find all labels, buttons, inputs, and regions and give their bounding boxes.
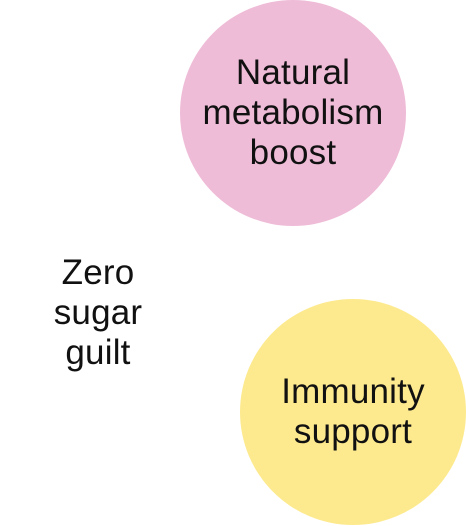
label-line: sugar: [53, 293, 143, 332]
label-line: Zero: [61, 253, 135, 292]
benefit-bubble-immunity: Immunity support: [240, 299, 466, 525]
benefit-label-metabolism: Natural metabolism boost: [203, 53, 384, 173]
benefit-bubble-sugar: Zero sugar guilt: [0, 200, 196, 426]
label-line: guilt: [65, 333, 131, 372]
label-line: metabolism: [202, 93, 384, 132]
label-line: Natural: [235, 53, 351, 92]
label-line: boost: [249, 133, 337, 172]
benefit-label-sugar: Zero sugar guilt: [54, 253, 143, 373]
label-line: support: [293, 412, 413, 451]
label-line: Immunity: [281, 372, 425, 411]
benefit-label-immunity: Immunity support: [281, 372, 425, 452]
benefit-bubble-metabolism: Natural metabolism boost: [180, 0, 406, 226]
